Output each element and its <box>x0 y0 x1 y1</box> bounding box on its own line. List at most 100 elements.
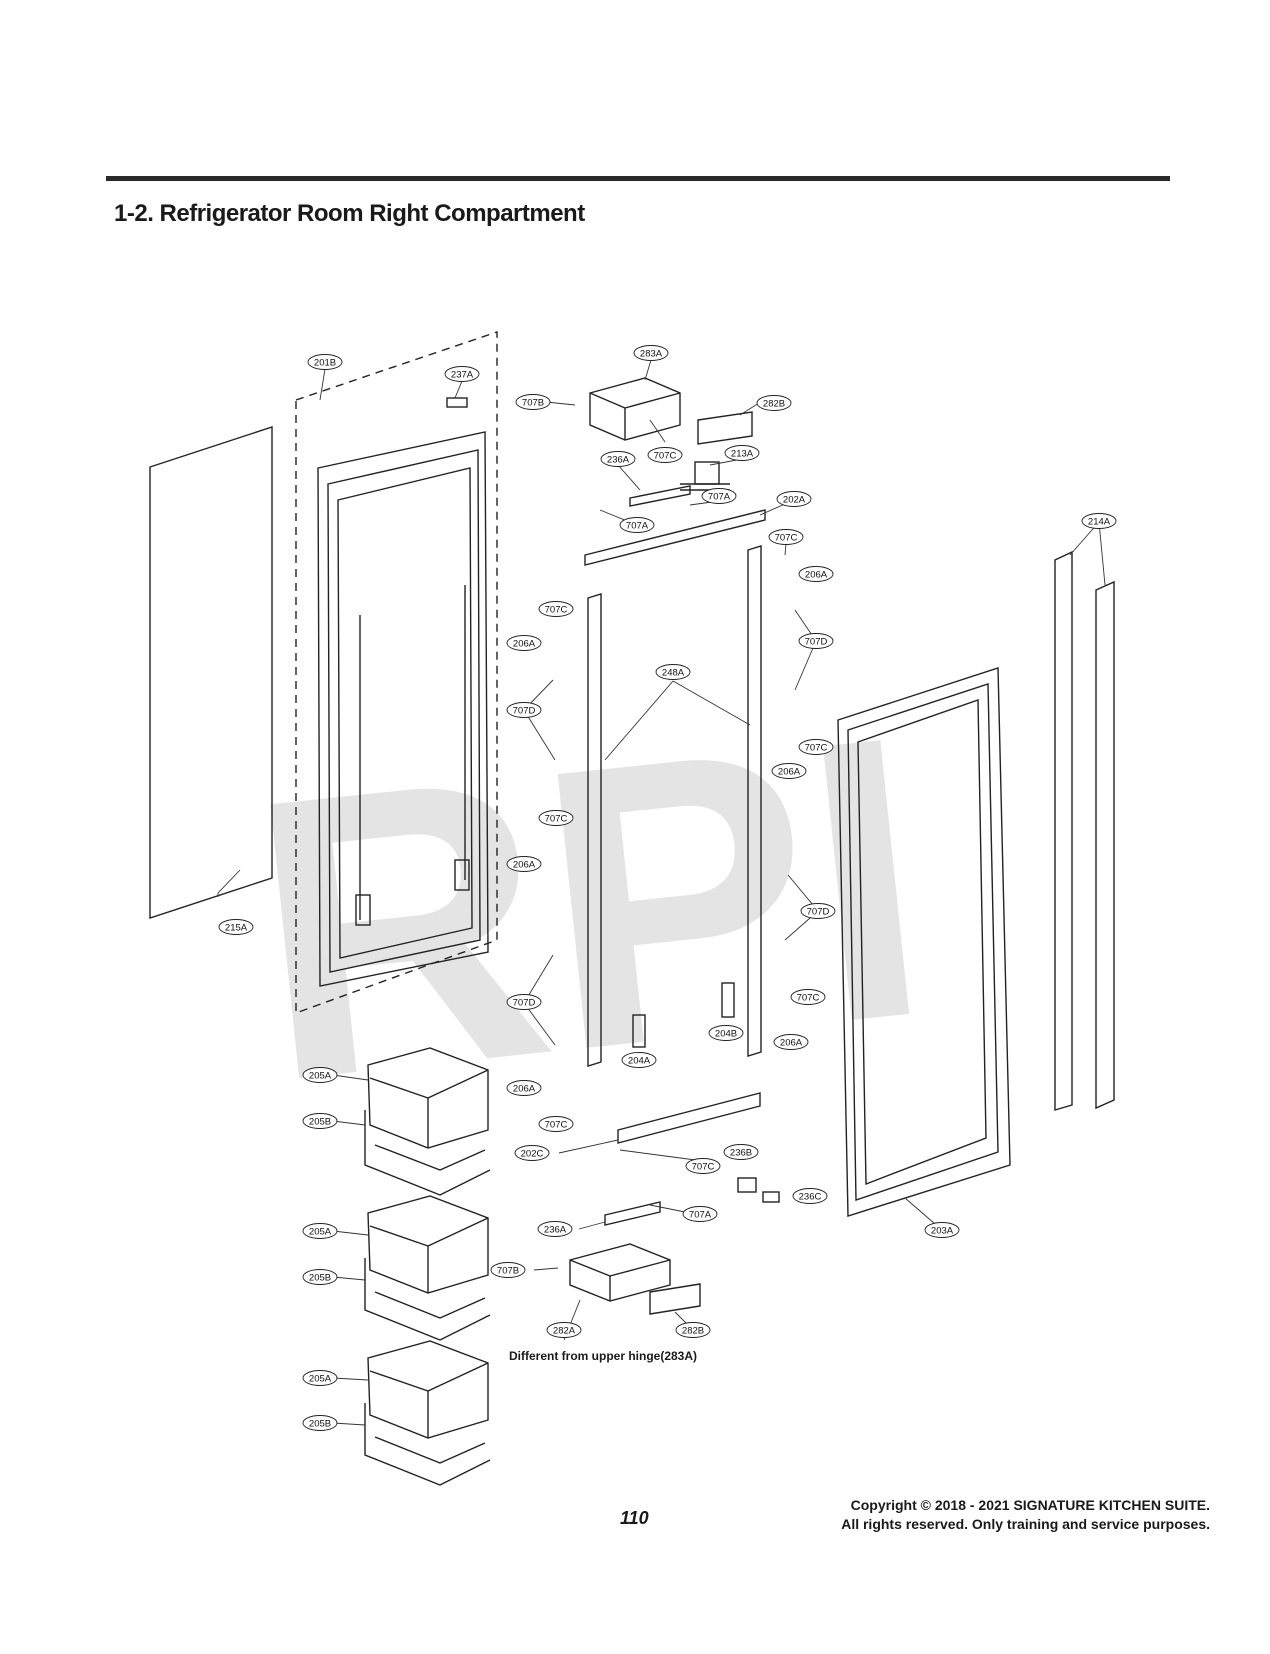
callout-707c: 707C <box>685 1158 721 1174</box>
callout-text: 205A <box>309 1373 332 1384</box>
copyright-line-2: All rights reserved. Only training and s… <box>841 1515 1210 1532</box>
callout-bubble <box>538 810 574 826</box>
part-236C <box>762 1191 780 1203</box>
callout-bubble <box>218 919 254 935</box>
callout-text: 206A <box>513 859 536 870</box>
callout-bubble <box>600 451 636 467</box>
copyright-block: Copyright © 2018 - 2021 SIGNATURE KITCHE… <box>841 1496 1210 1534</box>
callout-text: 206A <box>513 1083 536 1094</box>
label-plate-282B <box>697 411 753 445</box>
callout-bubble <box>302 1067 338 1083</box>
callout-bubble <box>701 488 737 504</box>
bin-205A-2 <box>367 1195 489 1294</box>
rail-202C <box>617 1092 761 1144</box>
callout-text: 707A <box>689 1209 712 1220</box>
callout-202a: 202A <box>776 491 812 507</box>
callout-text: 282A <box>553 1325 576 1336</box>
callout-bubble <box>771 763 807 779</box>
callout-205b: 205B <box>302 1113 338 1129</box>
callout-206a: 206A <box>506 635 542 651</box>
cover-236A-lower <box>604 1201 661 1226</box>
callout-bubble <box>756 395 792 411</box>
callout-text: 205A <box>309 1070 332 1081</box>
door-outline-201B <box>295 331 498 1014</box>
callout-201b: 201B <box>307 354 343 370</box>
callout-text: 213A <box>731 448 754 459</box>
door-203A <box>837 667 1011 1217</box>
callout-text: 206A <box>780 1037 803 1048</box>
callout-text: 707A <box>708 491 731 502</box>
callout-bubble <box>506 635 542 651</box>
section-title: 1-2. Refrigerator Room Right Compartment <box>114 200 585 227</box>
callout-205b: 205B <box>302 1269 338 1285</box>
callout-282b: 282B <box>756 395 792 411</box>
callout-text: 203A <box>931 1225 954 1236</box>
callout-bubble <box>776 491 812 507</box>
gasket-214A-left <box>1054 550 1073 1111</box>
callout-bubble <box>924 1222 960 1238</box>
callout-bubble <box>506 994 542 1010</box>
callout-bubble <box>1081 513 1117 529</box>
callout-text: 707D <box>805 636 828 647</box>
callout-text: 707C <box>545 813 568 824</box>
callout-bubble <box>708 1025 744 1041</box>
callout-707b: 707B <box>515 394 551 410</box>
upper-hinge-283A <box>589 377 681 441</box>
callout-bubble <box>798 739 834 755</box>
callout-bubble <box>538 601 574 617</box>
callout-bubble <box>302 1415 338 1431</box>
callout-text: 236A <box>544 1224 567 1235</box>
rail-202A <box>584 509 766 566</box>
bin-205A-3 <box>367 1340 489 1439</box>
callout-236b: 236B <box>723 1144 759 1160</box>
callout-236a: 236A <box>600 451 636 467</box>
callout-202c: 202C <box>514 1145 550 1161</box>
callout-text: 206A <box>778 766 801 777</box>
callout-bubble <box>302 1269 338 1285</box>
callout-214a: 214A <box>1081 513 1117 529</box>
callout-213a: 213A <box>724 445 760 461</box>
callout-text: 204B <box>715 1028 737 1039</box>
callout-bubble <box>619 517 655 533</box>
callout-bubble <box>723 1144 759 1160</box>
callout-206a: 206A <box>506 856 542 872</box>
callout-text: 206A <box>513 638 536 649</box>
callout-bubble <box>792 1188 828 1204</box>
callout-text: 236C <box>799 1191 822 1202</box>
callout-236c: 236C <box>792 1188 828 1204</box>
callout-text: 205B <box>309 1418 331 1429</box>
part-237A <box>446 397 468 408</box>
bin-205A-1 <box>367 1047 489 1149</box>
cover-236A-upper <box>629 485 691 507</box>
callout-236a: 236A <box>537 1221 573 1237</box>
callout-bubble <box>655 664 691 680</box>
callout-206a: 206A <box>798 566 834 582</box>
bin-holder-205B-2 <box>364 1258 491 1341</box>
callout-text: 707B <box>522 397 544 408</box>
callout-bubble <box>302 1113 338 1129</box>
panel-215A <box>149 426 273 919</box>
callout-bubble <box>685 1158 721 1174</box>
callout-bubble <box>546 1322 582 1338</box>
callout-text: 707C <box>797 992 820 1003</box>
callout-707c: 707C <box>538 810 574 826</box>
callout-text: 202A <box>783 494 806 505</box>
bin-holder-205B-1 <box>364 1110 491 1196</box>
callout-text: 707D <box>513 997 536 1008</box>
callout-707c: 707C <box>790 989 826 1005</box>
callout-bubble <box>538 1116 574 1132</box>
callout-205a: 205A <box>302 1370 338 1386</box>
page-number: 110 <box>620 1508 649 1528</box>
callout-707c: 707C <box>798 739 834 755</box>
bracket-204B <box>721 982 735 1018</box>
callout-text: 707C <box>545 604 568 615</box>
callout-text: 201B <box>314 357 336 368</box>
callout-707d: 707D <box>506 702 542 718</box>
callout-text: 282B <box>682 1325 704 1336</box>
copyright-line-1: Copyright © 2018 - 2021 SIGNATURE KITCHE… <box>850 1497 1210 1513</box>
callout-707a: 707A <box>701 488 737 504</box>
callout-707c: 707C <box>647 447 683 463</box>
callout-bubble <box>682 1206 718 1222</box>
callout-203a: 203A <box>924 1222 960 1238</box>
